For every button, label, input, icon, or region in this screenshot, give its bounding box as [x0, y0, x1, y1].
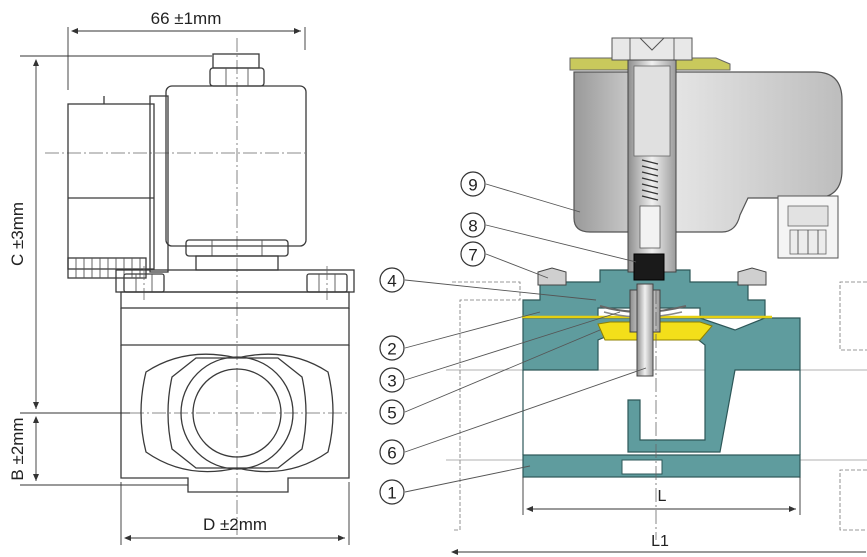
svg-text:7: 7	[468, 246, 477, 265]
base-dimension-label: B ±2mm	[8, 417, 27, 480]
total-length-dimension-label: L1	[651, 533, 669, 550]
leader-lines	[404, 183, 647, 493]
svg-text:8: 8	[468, 217, 477, 236]
section-view: L L1 9 8 7 4	[379, 37, 867, 555]
outline-view: 66 ±1mm	[8, 9, 355, 545]
width-dimension-label: 66 ±1mm	[151, 9, 222, 28]
callout-1: 1	[379, 479, 405, 505]
side-connector	[777, 195, 839, 259]
svg-text:3: 3	[387, 372, 396, 391]
height-dimension-label: C ±3mm	[8, 202, 27, 266]
callout-6: 6	[379, 439, 405, 465]
svg-text:9: 9	[468, 176, 477, 195]
svg-text:6: 6	[387, 444, 396, 463]
seal-block	[633, 253, 665, 281]
svg-text:4: 4	[387, 272, 396, 291]
plunger-spring	[641, 159, 659, 201]
callout-9: 9	[460, 171, 486, 197]
pilot-stem	[636, 283, 654, 377]
length-dimension-label: L	[658, 488, 667, 505]
callout-2: 2	[379, 335, 405, 361]
svg-text:5: 5	[387, 404, 396, 423]
callout-5: 5	[379, 399, 405, 425]
svg-text:2: 2	[387, 340, 396, 359]
callout-4: 4	[379, 267, 405, 293]
callout-3: 3	[379, 367, 405, 393]
diameter-dimension-label: D ±2mm	[203, 515, 267, 534]
callout-8: 8	[460, 212, 486, 238]
svg-text:1: 1	[387, 484, 396, 503]
callout-7: 7	[460, 241, 486, 267]
